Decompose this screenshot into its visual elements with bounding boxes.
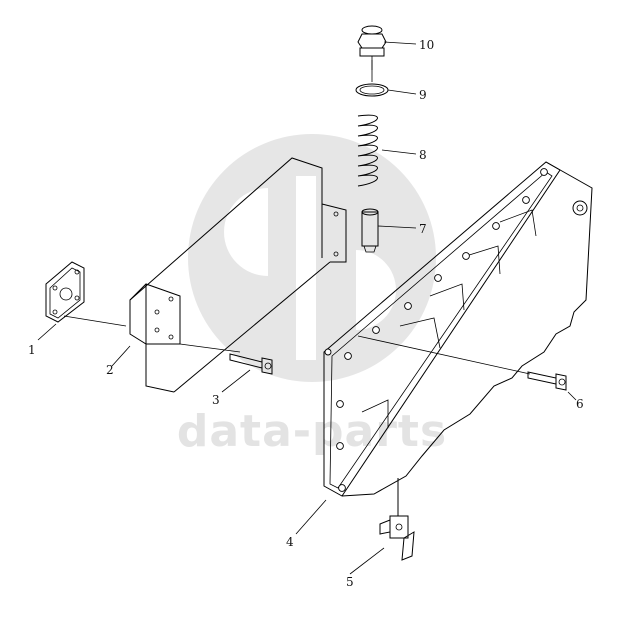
callout-9: 9 xyxy=(419,88,427,102)
gasket-icon xyxy=(45,261,85,323)
callout-4: 4 xyxy=(286,535,294,549)
callout-7: 7 xyxy=(419,222,427,236)
callout-6: 6 xyxy=(576,397,584,411)
callout-5: 5 xyxy=(346,575,354,589)
cover-housing-icon xyxy=(323,161,593,497)
callout-2: 2 xyxy=(106,363,114,377)
spring-icon xyxy=(357,114,378,187)
callout-labels: 1 2 3 4 5 6 7 8 9 10 xyxy=(28,38,584,589)
watermark: data-parts xyxy=(177,134,447,457)
watermark-text: data-parts xyxy=(177,406,447,457)
callout-10: 10 xyxy=(419,38,434,52)
leader-lines xyxy=(37,41,577,575)
drain-valve-icon xyxy=(379,478,415,561)
plunger-icon xyxy=(361,208,379,253)
callout-8: 8 xyxy=(419,148,427,162)
o-ring-icon xyxy=(355,83,389,97)
bolt-icon xyxy=(527,371,567,391)
callout-3: 3 xyxy=(212,393,220,407)
bolt-icon xyxy=(229,353,273,375)
callout-1: 1 xyxy=(28,343,36,357)
